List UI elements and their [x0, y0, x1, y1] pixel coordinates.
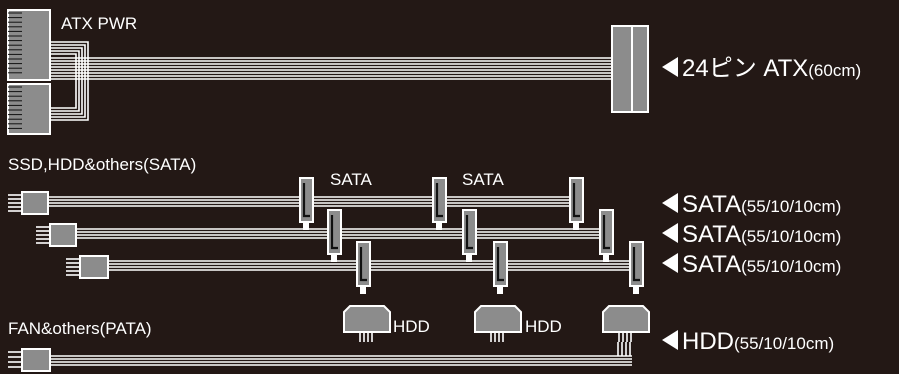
molex-connector	[474, 305, 522, 333]
sata-plug-slot	[465, 215, 473, 250]
hdd-tag-1: HDD	[393, 317, 430, 336]
molex-connector	[602, 305, 650, 333]
atx-loop-wire	[50, 44, 86, 118]
callout-main: SATA	[682, 191, 742, 218]
arrow-left-icon	[662, 193, 678, 213]
arrow-left-icon	[662, 330, 678, 350]
sata-plug-slot	[330, 215, 338, 250]
arrow-left-icon	[662, 223, 678, 243]
sata-plug-slot	[496, 247, 504, 282]
atx-loop-wire	[50, 47, 83, 115]
arrow-left-icon	[662, 253, 678, 273]
sata-plug-lead	[303, 222, 309, 230]
sata-plug-lead	[497, 286, 503, 294]
atx-loop-wire	[50, 53, 77, 109]
callout-sub: (55/10/10cm)	[741, 257, 842, 276]
callout-main: SATA	[682, 251, 742, 278]
callout-main: HDD	[682, 328, 734, 355]
atx-24pin-connector-b	[631, 25, 649, 113]
callout-sub: (60cm)	[808, 61, 862, 80]
sata-plug-slot	[302, 183, 310, 218]
callout-hdd: HDD(55/10/10cm)	[662, 330, 834, 354]
sata-source-connector	[79, 255, 109, 279]
sata-section-title: SSD,HDD&others(SATA)	[8, 155, 197, 174]
atx-section-title: ATX PWR	[61, 14, 138, 33]
sata-tag-2: SATA	[462, 170, 504, 189]
sata-plug-lead	[573, 222, 579, 230]
sata-plug-slot	[632, 247, 640, 282]
sata-plug-slot	[602, 215, 610, 250]
hdd-tag-2: HDD	[525, 317, 562, 336]
sata-cable-group	[8, 177, 644, 294]
atx-cable-group	[7, 9, 649, 135]
sata-plug-lead	[436, 222, 442, 230]
pata-section-title: FAN&others(PATA)	[8, 319, 152, 338]
sata-source-connector	[49, 223, 77, 247]
sata-plug-lead	[331, 254, 337, 262]
molex-connector	[343, 305, 391, 333]
arrow-left-icon	[662, 57, 678, 77]
sata-plug-lead	[633, 286, 639, 294]
callout-sub: (55/10/10cm)	[741, 227, 842, 246]
atx-24pin-connector-a	[611, 25, 633, 113]
pata-source-connector	[21, 348, 51, 372]
sata-plug-slot	[359, 247, 367, 282]
sata-plug-lead	[603, 254, 609, 262]
callout-main: 24ピン ATX	[682, 55, 809, 82]
callout-sata-2: SATA(55/10/10cm)	[662, 223, 841, 247]
callout-sata-3: SATA(55/10/10cm)	[662, 253, 841, 277]
pata-cable-group	[8, 305, 650, 372]
sata-plug-lead	[466, 254, 472, 262]
callout-atx-24pin: 24ピン ATX(60cm)	[662, 57, 861, 81]
atx-pwr-connector-bottom	[7, 83, 51, 135]
callout-sub: (55/10/10cm)	[734, 334, 835, 353]
atx-loop-wire	[50, 41, 89, 121]
sata-plug-slot	[572, 183, 580, 218]
callout-main: SATA	[682, 221, 742, 248]
sata-plug-lead	[360, 286, 366, 294]
callout-sub: (55/10/10cm)	[741, 197, 842, 216]
callout-sata-1: SATA(55/10/10cm)	[662, 193, 841, 217]
sata-plug-slot	[435, 183, 443, 218]
sata-tag-1: SATA	[330, 170, 372, 189]
atx-loop-wire	[50, 50, 80, 112]
sata-source-connector	[21, 191, 49, 215]
